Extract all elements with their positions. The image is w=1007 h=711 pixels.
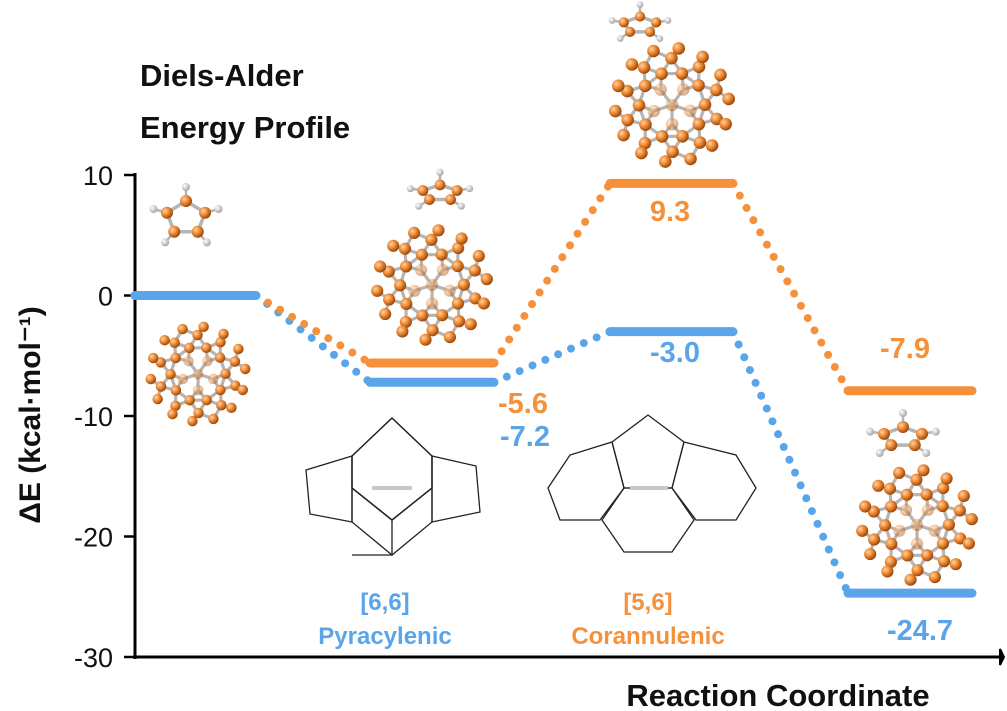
y-tick-label: 0	[98, 282, 113, 312]
pyracylenic-name-label: Pyracylenic	[318, 623, 451, 650]
corannulenic-name-label: Corannulenic	[571, 623, 724, 650]
fullerene-c60-icon	[371, 224, 493, 346]
y-tick-label: 10	[83, 161, 113, 191]
chart-title-line-1: Diels-Alder	[140, 58, 304, 93]
fullerene-c60-icon	[145, 321, 251, 427]
corannulene-fragment-icon	[547, 414, 757, 553]
pyracylenic-value-label: -24.7	[887, 615, 953, 647]
cyclopentadiene-molecule-icon	[608, 1, 672, 43]
pyracylenic-connector-0	[252, 291, 374, 387]
molecule-illustrations	[145, 1, 978, 586]
energy-levels	[130, 178, 977, 598]
cyclopentadiene-molecule-icon	[149, 183, 223, 247]
fullerene-c60-icon	[856, 464, 978, 586]
cyclopentadiene-molecule-icon	[866, 409, 940, 458]
chart-title-line-2: Energy Profile	[140, 110, 350, 145]
corannulenic-value-label: -5.6	[498, 388, 548, 420]
corannulenic-connector-0	[252, 291, 374, 367]
y-axis-ticks: 10 0 -10 -20 -30	[74, 161, 135, 673]
pyracylenic-value-label: -3.0	[650, 337, 700, 369]
y-tick-label: -10	[74, 402, 113, 432]
y-tick-label: -20	[74, 523, 113, 553]
corannulenic-value-label: -7.9	[880, 333, 930, 365]
pyracylenic-connector-2	[729, 327, 852, 598]
x-axis-label: Reaction Coordinate	[626, 678, 929, 711]
corannulenic-connector-1	[490, 179, 614, 367]
pyracylenic-value-label: -7.2	[500, 421, 550, 453]
fullerene-c60-icon	[609, 42, 735, 168]
x-axis-arrowhead	[999, 648, 1006, 666]
corannulenic-value-label: 9.3	[650, 196, 690, 228]
pyracylene-fragment-icon	[305, 417, 481, 556]
y-tick-label: -30	[74, 643, 113, 673]
cyclopentadiene-molecule-icon	[406, 168, 474, 210]
energy-value-labels: -7.2 -3.0 -24.7 -5.6 9.3 -7.9	[498, 196, 953, 647]
state-connectors	[252, 179, 852, 598]
y-axis-label: ΔE (kcal·mol⁻¹)	[14, 306, 47, 523]
corannulenic-connector-2	[729, 179, 852, 395]
corannulenic-site-label: [5,6]	[623, 589, 672, 616]
pyracylenic-site-label: [6,6]	[360, 589, 409, 616]
